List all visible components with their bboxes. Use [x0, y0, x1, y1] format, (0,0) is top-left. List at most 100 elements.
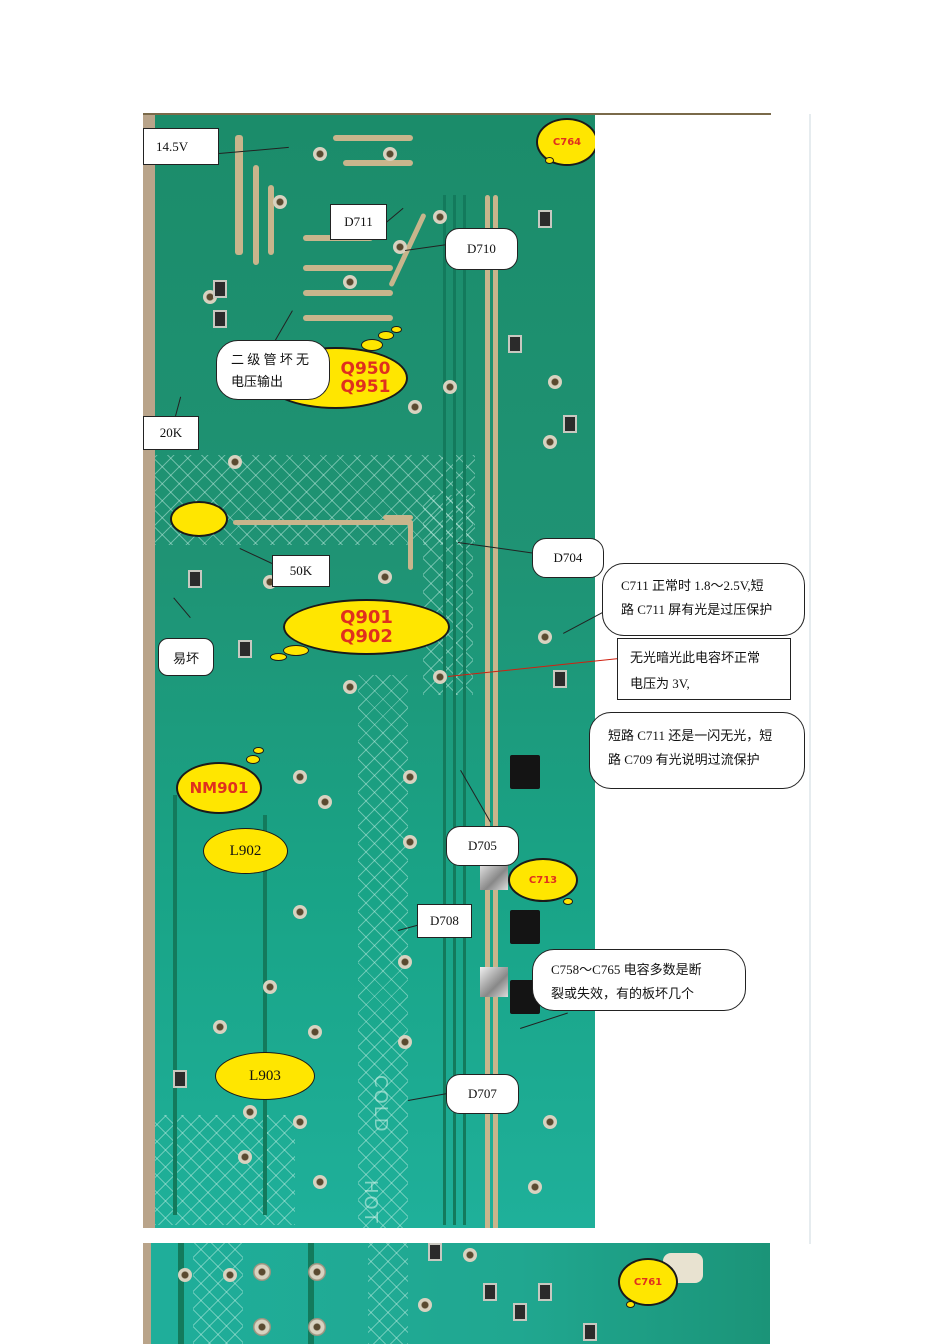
power-chip	[510, 755, 540, 789]
solder-pad	[308, 1025, 322, 1039]
marker-l902-label: L902	[229, 842, 262, 859]
marker-c764-label: C764	[552, 136, 582, 148]
marker-c713: C713	[508, 858, 578, 902]
pcb-trace	[493, 195, 498, 1228]
pcb-trace	[485, 195, 490, 1228]
solder-pad	[313, 1175, 327, 1189]
note-short-c711-protection: 短路 C711 还是一闪无光，短 路 C709 有光说明过流保护	[589, 712, 805, 789]
smd-component	[583, 1323, 597, 1341]
pcb-ground-hatch	[368, 1243, 408, 1344]
callout-d704: D704	[532, 538, 604, 578]
smd-component	[563, 415, 577, 433]
smd-component	[428, 1243, 442, 1261]
solder-pad	[548, 375, 562, 389]
note-line: 短路 C711 还是一闪无光，短	[608, 728, 773, 743]
solder-pad	[213, 1020, 227, 1034]
smd-component	[538, 1283, 552, 1301]
pcb-ground-hatch	[193, 1243, 243, 1344]
solder-pad	[308, 1318, 326, 1336]
power-chip	[510, 910, 540, 944]
solder-pad	[343, 275, 357, 289]
solder-pad	[528, 1180, 542, 1194]
solder-pad	[443, 380, 457, 394]
solder-pad	[433, 210, 447, 224]
marker-trail-dot	[626, 1301, 635, 1308]
solder-pad	[538, 630, 552, 644]
pcb-trace	[303, 265, 393, 271]
marker-trail-dot	[246, 755, 260, 764]
diode-note-line-2: 电压输出	[231, 374, 284, 389]
pcb-trace	[235, 135, 243, 255]
pcb-trace	[263, 815, 267, 1215]
solder-pad	[383, 147, 397, 161]
silkscreen-hot: HOT	[360, 1180, 381, 1225]
heatsink	[480, 967, 508, 997]
note-no-light-capacitor: 无光暗光此电容坏正常 电压为 3V,	[617, 638, 791, 700]
pcb-ground-hatch	[155, 1115, 295, 1225]
callout-20k: 20K	[143, 416, 199, 450]
smd-component	[483, 1283, 497, 1301]
note-c711-normal-voltage: C711 正常时 1.8～2.5V,短 路 C711 屏有光是过压保护	[602, 563, 805, 636]
smd-component	[553, 670, 567, 688]
marker-c713-label: C713	[528, 874, 558, 886]
note-line: 路 C711 屏有光是过压保护	[621, 602, 773, 617]
pcb-trace	[178, 1243, 184, 1344]
solder-pad	[293, 905, 307, 919]
diode-note-line-1: 二 级 管 坏 无	[231, 352, 310, 367]
solder-pad	[403, 835, 417, 849]
callout-d705: D705	[446, 826, 519, 866]
smd-component	[188, 570, 202, 588]
figure-top-border	[143, 113, 771, 115]
marker-nm901-label: NM901	[189, 779, 249, 797]
note-line: C758～C765 电容多数是断	[551, 962, 702, 977]
note-line: 电压为 3V,	[630, 676, 690, 691]
pcb-trace	[303, 290, 393, 296]
pcb-trace	[408, 520, 413, 570]
pcb-trace	[343, 160, 413, 166]
pcb-trace	[333, 135, 413, 141]
pcb-trace	[443, 195, 446, 1225]
smd-component	[213, 280, 227, 298]
marker-trail-dot	[545, 157, 554, 164]
note-line: C711 正常时 1.8～2.5V,短	[621, 578, 764, 593]
solder-pad	[393, 240, 407, 254]
callout-d711: D711	[330, 204, 387, 240]
solder-pad	[308, 1263, 326, 1281]
pcb-trace	[253, 165, 259, 265]
marker-trail-dot	[378, 331, 394, 340]
solder-pad	[313, 147, 327, 161]
pcb-trace	[268, 185, 274, 255]
solder-pad	[543, 1115, 557, 1129]
pcb-trace	[383, 515, 413, 520]
marker-l902: L902	[203, 828, 288, 874]
solder-pad	[253, 1318, 271, 1336]
smd-component	[213, 310, 227, 328]
smd-component	[538, 210, 552, 228]
marker-trail-dot	[563, 898, 573, 905]
callout-d707: D707	[446, 1074, 519, 1114]
callout-d708: D708	[417, 904, 472, 938]
note-line: 无光暗光此电容坏正常	[630, 650, 761, 665]
solder-pad	[398, 955, 412, 969]
pcb-trace	[303, 315, 393, 321]
solder-pad	[273, 195, 287, 209]
marker-trail-dot	[253, 747, 264, 754]
marker-trail-dot	[391, 326, 402, 333]
silkscreen-cold: COLD	[370, 1075, 391, 1134]
solder-pad	[178, 1268, 192, 1282]
solder-pad	[253, 1263, 271, 1281]
marker-trail-dot	[283, 645, 309, 656]
marker-c761-label: C761	[633, 1276, 663, 1288]
pcb-trace	[463, 195, 466, 1225]
callout-50k: 50K	[272, 555, 330, 587]
callout-d710: D710	[445, 228, 518, 270]
note-c758-c765-capacitors: C758～C765 电容多数是断 裂或失效，有的板坏几个	[532, 949, 746, 1011]
note-line: 裂或失效，有的板坏几个	[551, 986, 695, 1001]
marker-c761: C761	[618, 1258, 678, 1306]
pcb-ground-hatch	[358, 675, 408, 1228]
pcb-photo-2: C761	[143, 1243, 770, 1344]
solder-pad	[398, 1035, 412, 1049]
solder-pad	[408, 400, 422, 414]
callout-14-5v: 14.5V	[143, 128, 219, 165]
